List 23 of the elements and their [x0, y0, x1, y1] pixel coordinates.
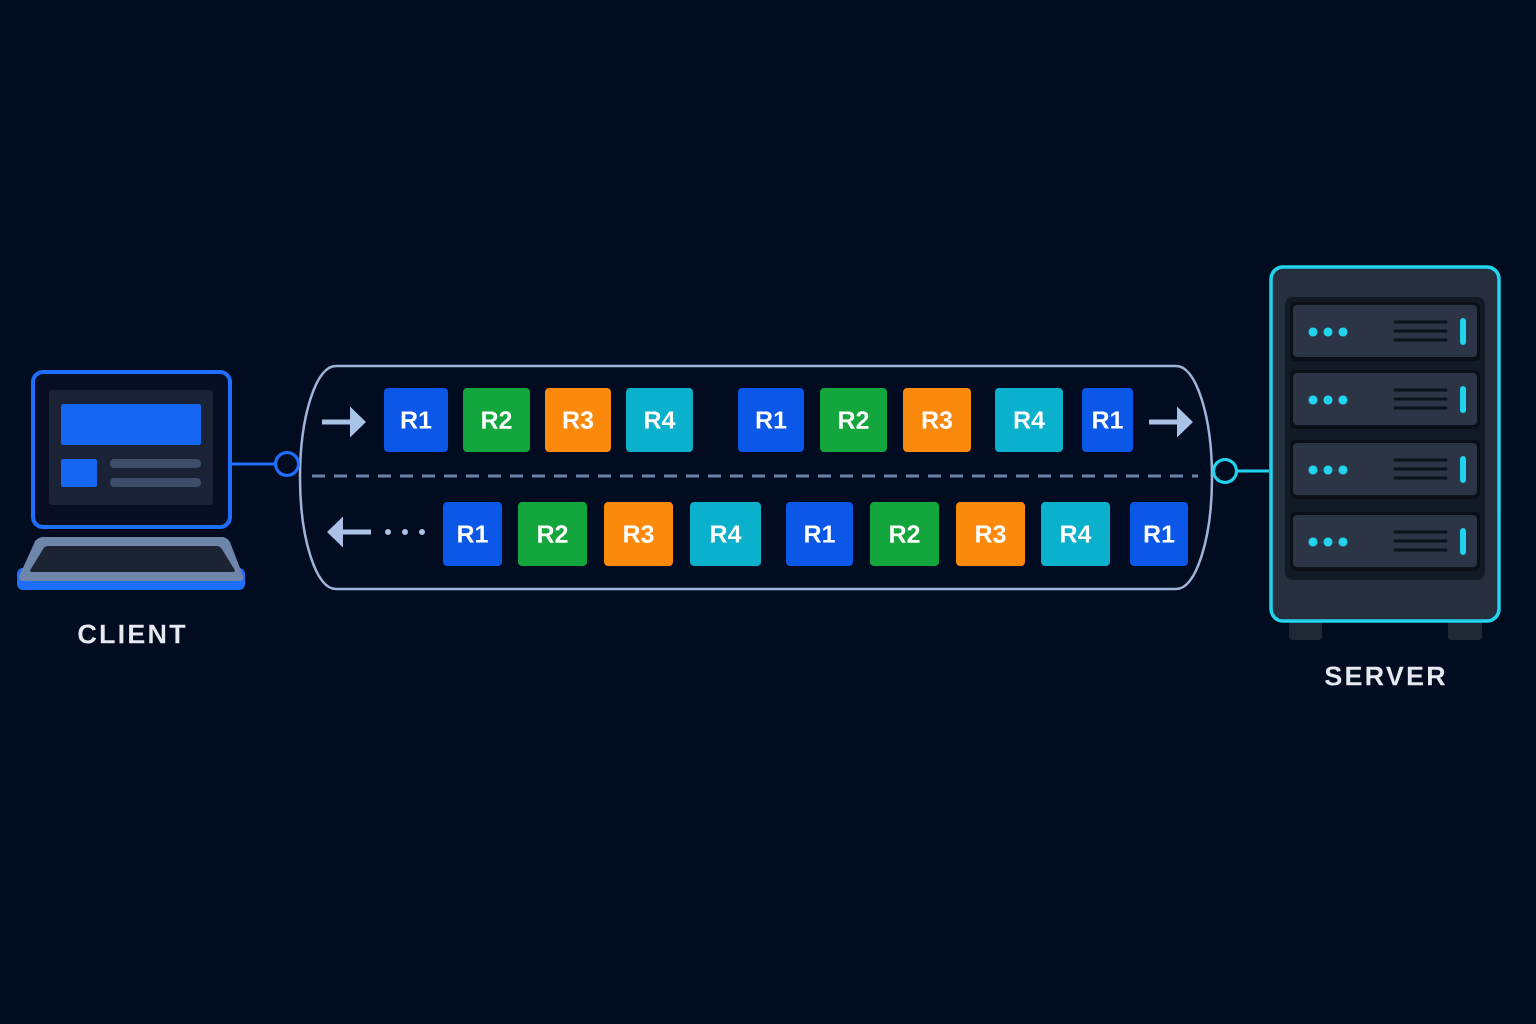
packet-box: R2 [820, 388, 887, 452]
packet-box: R4 [995, 388, 1063, 452]
packet-box: R4 [690, 502, 761, 566]
packet-box: R3 [903, 388, 971, 452]
packet-box: R1 [443, 502, 502, 566]
packet-box: R2 [518, 502, 587, 566]
packet-box: R3 [956, 502, 1025, 566]
packet-box: R4 [626, 388, 693, 452]
packet-box: R1 [1082, 388, 1133, 452]
packet-box: R2 [463, 388, 530, 452]
packet-box: R1 [786, 502, 853, 566]
packet-box: R1 [738, 388, 804, 452]
packet-box: R4 [1041, 502, 1110, 566]
packet-box: R3 [604, 502, 673, 566]
packet-box: R1 [1130, 502, 1188, 566]
caption-label: SERVER [1325, 666, 1446, 686]
capsule-frame [298, 364, 1214, 591]
caption-label: CLIENT [78, 624, 186, 644]
packet-box: R1 [384, 388, 448, 452]
connector-line [1212, 458, 1270, 484]
packet-box: R3 [545, 388, 611, 452]
connector-line [232, 451, 300, 477]
packet-box: R2 [870, 502, 939, 566]
